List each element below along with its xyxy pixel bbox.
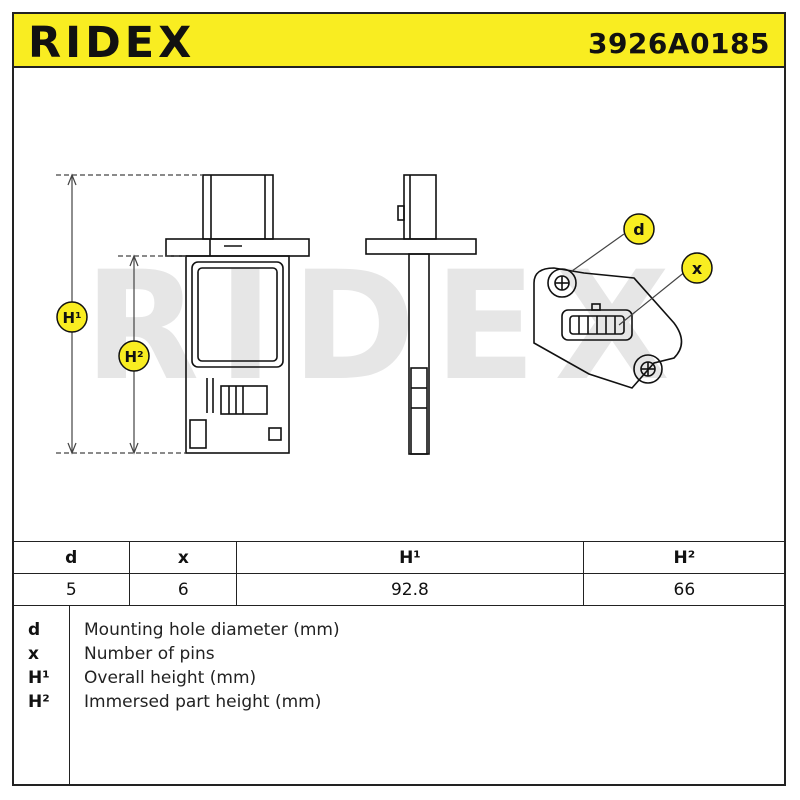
- specs-header-cell: x: [129, 541, 238, 574]
- specs-header-cell: H²: [582, 541, 787, 574]
- part-number: 3926A0185: [587, 27, 770, 60]
- legend-item: x Number of pins: [14, 644, 784, 668]
- d-leader-line: [571, 233, 625, 272]
- specs-table: d x H¹ H² 5 6 92.8 66: [11, 541, 787, 606]
- specs-header-cell: H¹: [236, 541, 584, 574]
- front-view: [165, 174, 310, 454]
- x-leader-line: [618, 270, 687, 326]
- h2-label: H²: [124, 348, 143, 366]
- legend-code: x: [28, 644, 39, 664]
- h2-badge: H²: [118, 340, 150, 372]
- x-badge: x: [681, 252, 713, 284]
- side-view: [365, 174, 477, 455]
- d-badge: d: [623, 213, 655, 245]
- header-bar: RIDEX 3926A0185: [12, 12, 786, 68]
- legend-description: Overall height (mm): [84, 668, 257, 688]
- legend-code: d: [28, 620, 41, 640]
- specs-value-cell: 92.8: [236, 573, 584, 606]
- legend-code: H¹: [28, 668, 50, 688]
- brand-logo: RIDEX: [28, 18, 196, 68]
- d-label: d: [633, 220, 644, 239]
- specs-value-cell: 6: [129, 573, 238, 606]
- watermark: RIDEX: [84, 240, 688, 414]
- legend-code: H²: [28, 692, 50, 712]
- h1-badge: H¹: [56, 301, 88, 333]
- legend-description: Number of pins: [84, 644, 215, 664]
- specs-value-row: 5 6 92.8 66: [11, 573, 787, 606]
- h1-label: H¹: [62, 309, 81, 327]
- specs-value-cell: 66: [582, 573, 787, 606]
- legend-item: H² Immersed part height (mm): [14, 692, 784, 716]
- legend-divider: [69, 606, 70, 784]
- x-label: x: [692, 259, 703, 278]
- technical-drawing: RIDEX: [56, 173, 713, 455]
- connector-face-view: [533, 267, 683, 389]
- specs-header-cell: d: [11, 541, 131, 574]
- legend-item: H¹ Overall height (mm): [14, 668, 784, 692]
- legend-description: Immersed part height (mm): [84, 692, 322, 712]
- legend-description: Mounting hole diameter (mm): [84, 620, 340, 640]
- specs-header-row: d x H¹ H²: [11, 541, 787, 574]
- legend-item: d Mounting hole diameter (mm): [14, 620, 784, 644]
- specs-value-cell: 5: [11, 573, 131, 606]
- legend-panel: d Mounting hole diameter (mm) x Number o…: [12, 606, 786, 786]
